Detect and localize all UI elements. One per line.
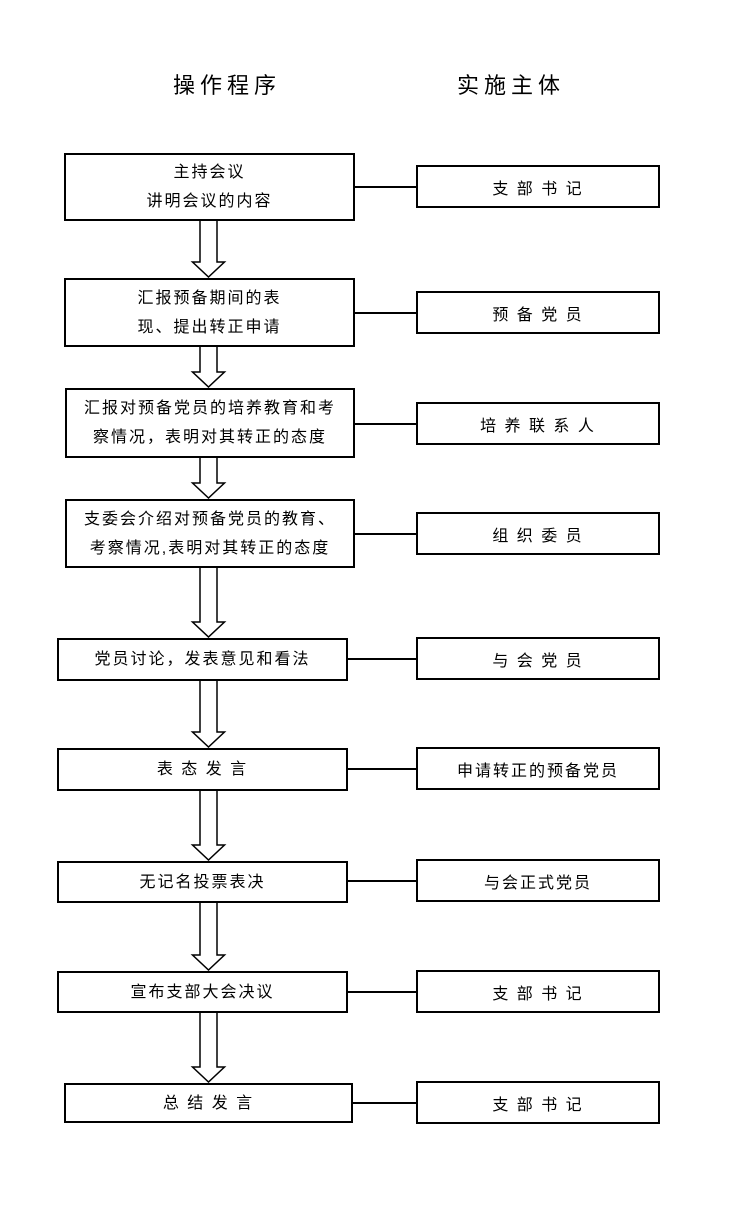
connector-line <box>355 186 416 188</box>
step-line: 现、提出转正申请 <box>137 318 282 336</box>
connector-line <box>348 991 416 993</box>
step-line: 汇报预备期间的表 <box>137 289 282 307</box>
actor-label: 与会正式党员 <box>483 874 592 892</box>
step-line: 考察情况,表明对其转正的态度 <box>89 539 331 557</box>
step-box-7: 无记名投票表决 <box>57 861 348 903</box>
actor-label: 支 部 书 记 <box>492 985 584 1003</box>
actor-box-8: 支 部 书 记 <box>416 970 660 1013</box>
step-line: 总 结 发 言 <box>162 1094 255 1112</box>
actor-box-2: 预 备 党 员 <box>416 291 660 334</box>
connector-line <box>348 658 416 660</box>
actor-box-3: 培 养 联 系 人 <box>416 402 660 445</box>
down-arrow-icon <box>190 681 227 748</box>
step-line: 支委会介绍对预备党员的教育、 <box>83 510 336 528</box>
step-line: 汇报对预备党员的培养教育和考 <box>83 400 336 417</box>
actor-box-5: 与 会 党 员 <box>416 637 660 680</box>
actor-box-6: 申请转正的预备党员 <box>416 747 660 790</box>
down-arrow-icon <box>190 458 227 499</box>
connector-line <box>355 423 416 425</box>
connector-line <box>353 1102 416 1104</box>
step-box-3: 汇报对预备党员的培养教育和考 察情况，表明对其转正的态度 <box>65 388 355 458</box>
step-line: 党员讨论，发表意见和看法 <box>94 651 311 668</box>
down-arrow-icon <box>190 903 227 971</box>
step-line: 察情况，表明对其转正的态度 <box>92 429 327 446</box>
step-line: 讲明会议的内容 <box>146 193 273 210</box>
connector-line <box>348 880 416 882</box>
step-line: 宣布支部大会决议 <box>130 983 275 1001</box>
step-box-2: 汇报预备期间的表 现、提出转正申请 <box>64 278 355 347</box>
actor-box-1: 支 部 书 记 <box>416 165 660 208</box>
down-arrow-icon <box>190 347 227 388</box>
actor-label: 培 养 联 系 人 <box>480 417 596 435</box>
step-line: 主持会议 <box>173 164 246 181</box>
connector-line <box>355 312 416 314</box>
actor-label: 申请转正的预备党员 <box>456 762 619 780</box>
step-box-9: 总 结 发 言 <box>64 1083 353 1123</box>
step-box-1: 主持会议 讲明会议的内容 <box>64 153 355 221</box>
connector-line <box>355 533 416 535</box>
step-box-4: 支委会介绍对预备党员的教育、 考察情况,表明对其转正的态度 <box>65 499 355 568</box>
actor-label: 与 会 党 员 <box>492 652 584 670</box>
step-box-5: 党员讨论，发表意见和看法 <box>57 638 348 681</box>
column-header-procedure: 操作程序 <box>173 73 282 98</box>
step-line: 表 态 发 言 <box>156 761 249 778</box>
actor-label: 支 部 书 记 <box>492 1096 584 1114</box>
down-arrow-icon <box>190 1013 227 1083</box>
column-header-actor: 实施主体 <box>457 73 566 98</box>
step-box-8: 宣布支部大会决议 <box>57 971 348 1013</box>
actor-label: 预 备 党 员 <box>492 306 584 324</box>
connector-line <box>348 768 416 770</box>
actor-label: 支 部 书 记 <box>492 180 584 198</box>
actor-box-4: 组 织 委 员 <box>416 512 660 555</box>
actor-box-7: 与会正式党员 <box>416 859 660 902</box>
step-box-6: 表 态 发 言 <box>57 748 348 791</box>
step-line: 无记名投票表决 <box>139 873 266 891</box>
down-arrow-icon <box>190 791 227 861</box>
down-arrow-icon <box>190 221 227 278</box>
down-arrow-icon <box>190 568 227 638</box>
actor-box-9: 支 部 书 记 <box>416 1081 660 1124</box>
actor-label: 组 织 委 员 <box>492 527 584 545</box>
